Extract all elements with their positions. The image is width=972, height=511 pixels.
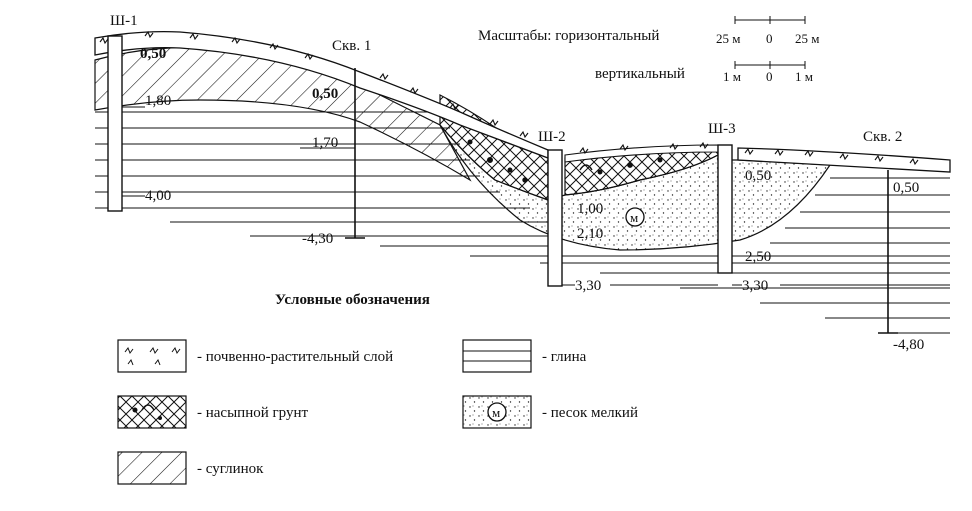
soil-marks <box>99 30 919 166</box>
legend-swatch-clay <box>462 339 532 373</box>
scale-vertical <box>734 61 806 69</box>
pit-sh1 <box>107 35 123 212</box>
scale-horizontal <box>734 16 806 24</box>
depth-skv1-b: 1,70 <box>312 135 338 151</box>
legend-swatch-fill <box>117 395 187 429</box>
depth-leaders <box>122 106 950 286</box>
scale-h-zero: 0 <box>766 31 773 46</box>
legend-label-sand: - песок мелкий <box>542 405 638 421</box>
label-skv1: Скв. 1 <box>332 38 371 54</box>
legend-label-loam: - суглинок <box>197 461 264 477</box>
legend-swatch-sand: м <box>462 395 532 429</box>
scale-vertical-label: вертикальный <box>595 66 685 82</box>
label-sh2: Ш-2 <box>538 129 566 145</box>
depth-sh3-b: 2,50 <box>745 249 771 265</box>
depth-sh1-a: 0,50 <box>140 46 166 62</box>
legend-swatch-loam <box>117 451 187 485</box>
legend-label-clay: - глина <box>542 349 587 365</box>
depth-sh3-c: 3,30 <box>742 278 768 294</box>
depth-skv2-b: -4,80 <box>893 337 924 353</box>
depth-sh2-c: 3,30 <box>575 278 601 294</box>
depth-sh2-a: 1,00 <box>577 201 603 217</box>
legend-label-fill: - насыпной грунт <box>197 405 308 421</box>
soil-layer-right <box>737 147 951 173</box>
legend-swatch-soil <box>117 339 187 373</box>
depth-sh1-b: 1,80 <box>145 93 171 109</box>
scale-v-zero: 0 <box>766 69 773 84</box>
sand-symbol-section <box>625 207 645 227</box>
depth-skv1-a: 0,50 <box>312 86 338 102</box>
fill-pebbles <box>467 139 663 183</box>
scale-h-left: 25 м <box>716 31 740 46</box>
scale-horizontal-label: Масштабы: горизонтальный <box>478 28 659 44</box>
legend-sand-symbol: м <box>492 405 500 420</box>
pit-sh3 <box>717 144 733 274</box>
depth-sh2-b: 2,10 <box>577 226 603 242</box>
sand-symbol-text: м <box>630 210 638 225</box>
scale-v-right: 1 м <box>795 69 813 84</box>
scale-h-right: 25 м <box>795 31 819 46</box>
depth-sh1-c: 4,00 <box>145 188 171 204</box>
label-sh3: Ш-3 <box>708 121 736 137</box>
depth-sh3-a: 0,50 <box>745 168 771 184</box>
depth-skv1-c: -4,30 <box>302 231 333 247</box>
legend-title: Условные обозначения <box>275 292 430 308</box>
label-skv2: Скв. 2 <box>863 129 902 145</box>
label-sh1: Ш-1 <box>110 13 138 29</box>
scale-v-left: 1 м <box>723 69 741 84</box>
legend-label-soil: - почвенно-растительный слой <box>197 349 393 365</box>
pit-sh2 <box>547 149 563 287</box>
depth-skv2-a: 0,50 <box>893 180 919 196</box>
